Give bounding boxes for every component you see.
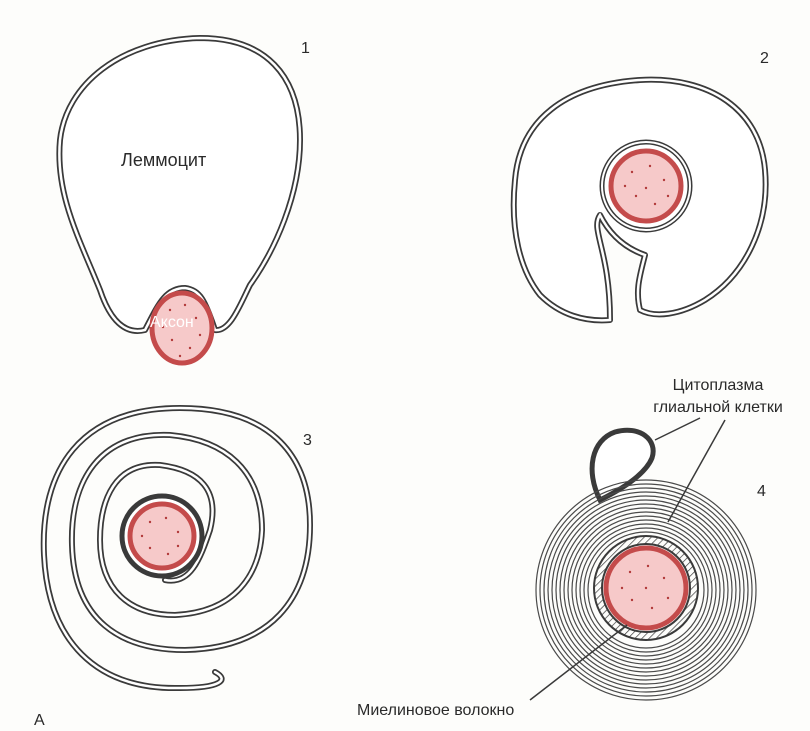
axon-label: Аксон — [150, 314, 194, 332]
myelin-fiber-label: Миелиновое волокно — [357, 702, 514, 720]
glial-cytoplasm-label-line2: глиальной клетки — [628, 397, 808, 419]
panel-4-number: 4 — [757, 483, 766, 501]
glial-cytoplasm-label-line1: Цитоплазма — [628, 375, 808, 397]
panel-2 — [514, 80, 766, 321]
axon-4 — [606, 548, 686, 628]
panel-3-spiral — [44, 408, 310, 688]
lemmocyte-label: Леммоцит — [121, 150, 206, 171]
axon-3 — [130, 504, 194, 568]
lemmocyte-membrane — [59, 38, 300, 331]
panel-4-myelin — [530, 418, 756, 700]
panel-letter: А — [34, 712, 45, 730]
panel-2-number: 2 — [760, 50, 769, 68]
axon-2 — [611, 151, 681, 221]
panel-1-number: 1 — [301, 40, 310, 58]
panel-3-number: 3 — [303, 432, 312, 450]
glial-cytoplasm-label: Цитоплазма глиальной клетки — [628, 375, 808, 419]
